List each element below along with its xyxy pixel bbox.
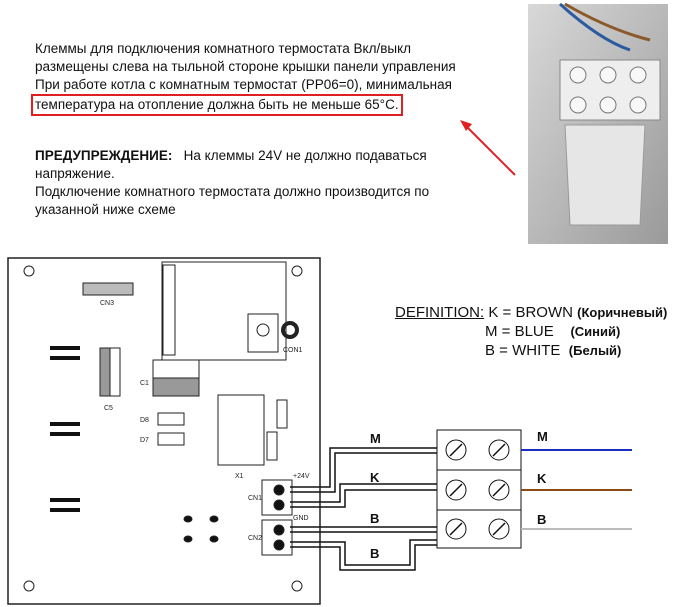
warning-line: напряжение. <box>35 166 115 181</box>
instruction-line: При работе котла с комнатным термостат (… <box>35 77 452 92</box>
red-arrow <box>464 124 516 176</box>
label-cn2: CN2 <box>248 535 262 542</box>
def-k-ru: (Коричневый) <box>577 305 668 320</box>
def-k: K = BROWN <box>488 304 573 321</box>
instruction-line: размещены слева на тыльной стороне крышк… <box>35 59 456 74</box>
wire-label-b: B <box>370 511 379 526</box>
wire-label-k: K <box>370 470 380 485</box>
wire-label-k-right: K <box>537 471 547 486</box>
terminal-photo <box>528 2 668 244</box>
wire-color-definition: DEFINITION: K = BROWN (Коричневый) M = B… <box>395 303 667 360</box>
label-d8: D8 <box>140 417 149 424</box>
label-c1: C1 <box>140 380 149 387</box>
label-x1: X1 <box>235 473 244 480</box>
label-con: CON1 <box>283 347 303 354</box>
label-cn1: CN1 <box>248 495 262 502</box>
wire-label-b-right: B <box>537 512 546 527</box>
wire-label-m: M <box>370 431 381 446</box>
pcb-board <box>7 257 321 605</box>
board-labels: CN3 CON1 C5 C1 D8 D7 X1 CN1 CN2 +24V GND <box>100 300 310 542</box>
label-gnd: GND <box>293 515 309 522</box>
wire-label-m-right: M <box>537 429 548 444</box>
label-d7: D7 <box>140 437 149 444</box>
warning-label: ПРЕДУПРЕЖДЕНИЕ: <box>35 148 173 163</box>
warning-text: ПРЕДУПРЕЖДЕНИЕ: На клеммы 24V не должно … <box>35 147 429 219</box>
arrow-head-icon <box>460 120 472 131</box>
label-cn3: CN3 <box>100 300 114 307</box>
def-m-ru: (Синий) <box>570 324 621 339</box>
def-m: M = BLUE <box>485 323 554 340</box>
instruction-text: Клеммы для подключения комнатного термос… <box>31 40 456 116</box>
label-24v: +24V <box>293 473 310 480</box>
definition-title: DEFINITION: <box>395 304 485 321</box>
def-b: B = WHITE <box>485 342 561 359</box>
warning-line: На клеммы 24V не должно подаваться <box>183 148 427 163</box>
warning-line: указанной ниже схеме <box>35 202 176 217</box>
instruction-line: Клеммы для подключения комнатного термос… <box>35 41 412 56</box>
def-b-ru: (Белый) <box>568 343 622 358</box>
wire-label-b: B <box>370 546 379 561</box>
highlighted-min-temperature: температура на отопление должна быть не … <box>31 94 403 116</box>
wires-left <box>290 447 440 571</box>
warning-line: Подключение комнатного термостата должно… <box>35 184 430 199</box>
label-c5: C5 <box>104 405 113 412</box>
terminal-block <box>436 429 522 549</box>
